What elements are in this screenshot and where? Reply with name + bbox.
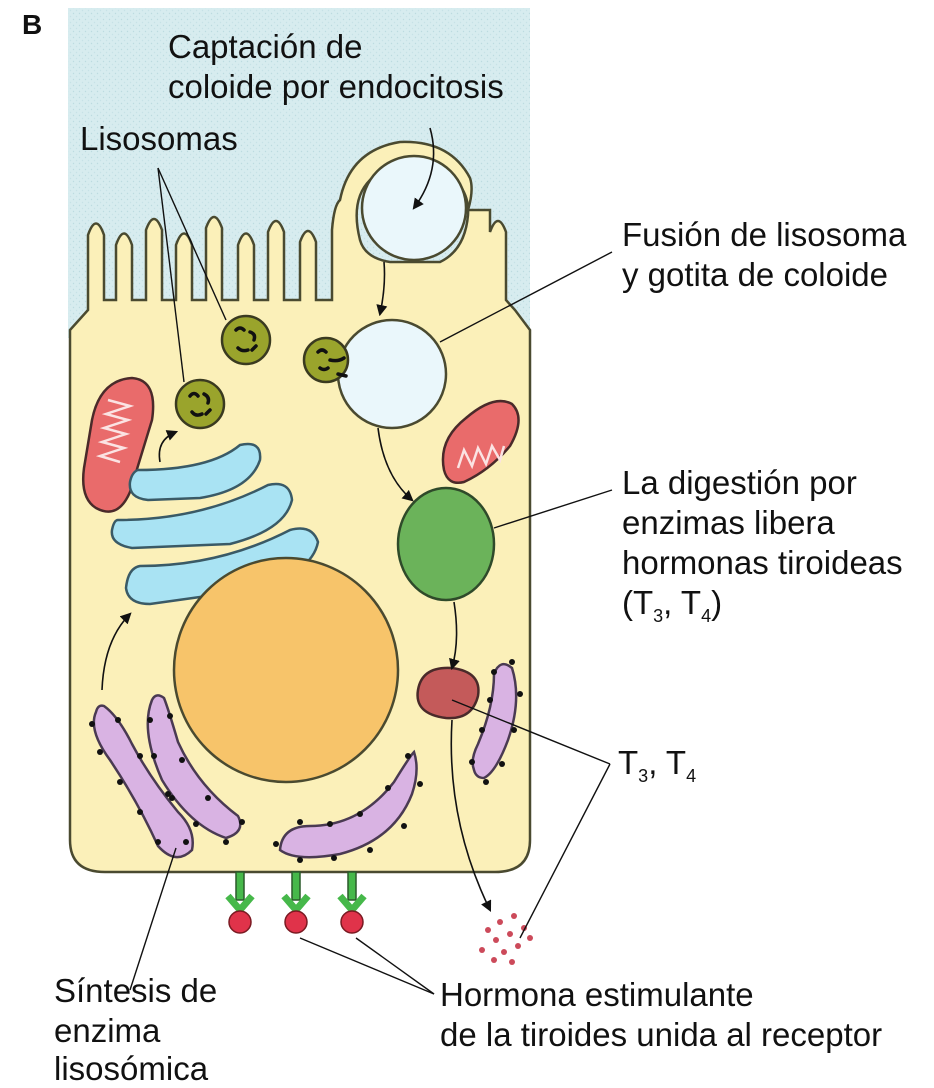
- label-digestion-line2: enzimas libera: [622, 504, 835, 541]
- label-sintesis-line1: Síntesis de: [54, 972, 217, 1009]
- label-fusion-line1: Fusión de lisosoma: [622, 216, 907, 253]
- label-hormona-line1: Hormona estimulante: [440, 976, 754, 1013]
- digestion-vesicle: [398, 488, 494, 600]
- label-sintesis-line3: lisosómica: [54, 1050, 209, 1087]
- label-digestion-line3: hormonas tiroideas: [622, 544, 903, 581]
- panel-letter: B: [22, 9, 42, 40]
- label-t3-t4: T3, T4: [618, 744, 696, 786]
- tsh-receptor-3: [340, 872, 364, 933]
- label-digestion-line1: La digestión por: [622, 464, 857, 501]
- released-hormone-dots: [479, 913, 533, 965]
- label-hormona-line2: de la tiroides unida al receptor: [440, 1016, 882, 1053]
- tsh-receptor-2: [284, 872, 308, 933]
- fusion-vesicle: [338, 320, 446, 428]
- nucleus: [174, 558, 398, 782]
- lysosome-2: [304, 338, 348, 382]
- label-captacion-line2: coloide por endocitosis: [168, 68, 504, 105]
- tsh-receptor-1: [228, 872, 252, 933]
- tsh-receptors: [228, 872, 364, 933]
- label-lisosomas: Lisosomas: [80, 120, 238, 157]
- lysosome-1: [222, 316, 270, 364]
- hormone-vesicle: [418, 668, 479, 718]
- label-fusion-line2: y gotita de coloide: [622, 256, 888, 293]
- label-sintesis-line2: enzima: [54, 1012, 161, 1049]
- label-digestion-line4: (T3, T4): [622, 584, 722, 626]
- label-captacion-line1: Captación de: [168, 28, 362, 65]
- lysosome-3: [176, 380, 224, 428]
